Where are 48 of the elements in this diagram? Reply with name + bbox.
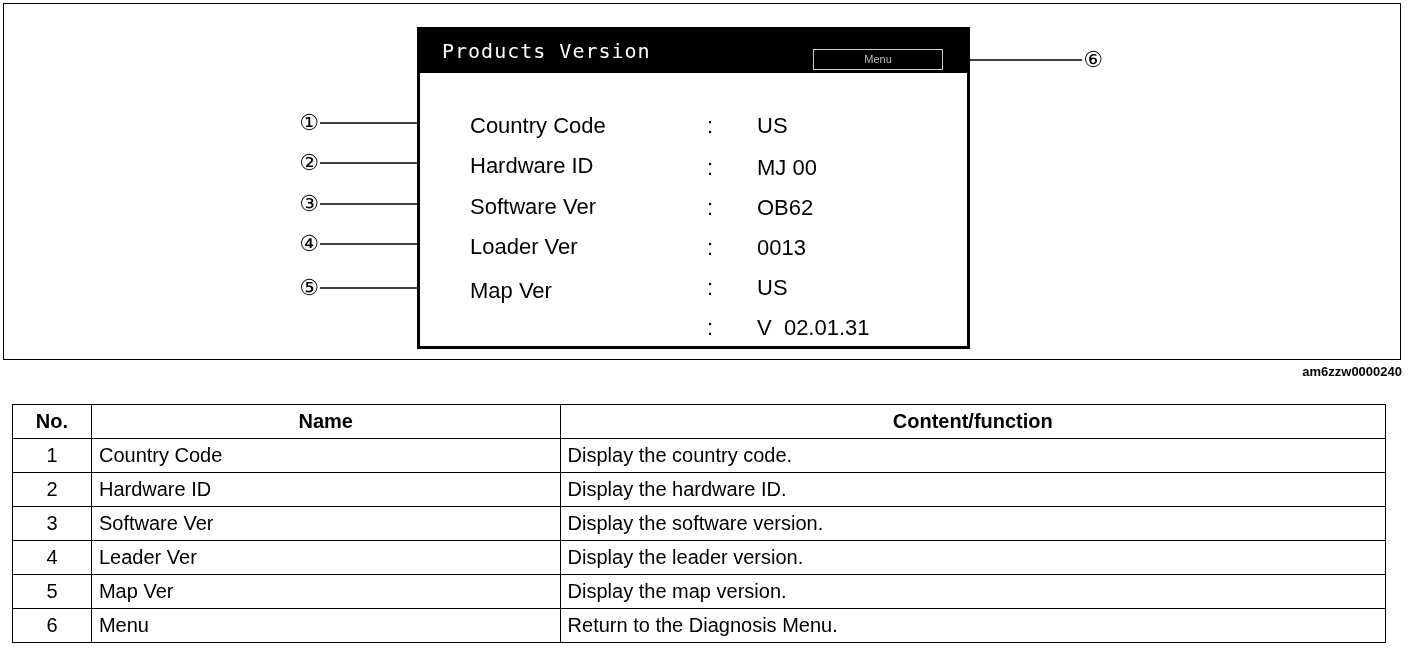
callout-number: ⑥: [1080, 47, 1106, 73]
table-cell: 5: [12, 574, 92, 609]
table-cell: Leader Ver: [91, 540, 561, 575]
column-header: Name: [91, 404, 561, 439]
figure-code: am6zzw0000240: [1302, 364, 1402, 379]
table-cell: 1: [12, 438, 92, 473]
callout-number: ⑤: [296, 275, 322, 301]
callout-number: ①: [296, 110, 322, 136]
column-header: Content/function: [560, 404, 1386, 439]
field-label: Software Ver: [470, 195, 596, 219]
field-label: Country Code: [470, 114, 606, 138]
table-cell: Display the leader version.: [560, 540, 1386, 575]
callout-number: ④: [296, 231, 322, 257]
table-cell: Country Code: [91, 438, 561, 473]
table-cell: Display the hardware ID.: [560, 472, 1386, 507]
column-header: No.: [12, 404, 92, 439]
screen-title: Products Version: [442, 39, 651, 63]
table-cell: Software Ver: [91, 506, 561, 541]
field-value: OB62: [757, 196, 814, 220]
table-cell: Display the software version.: [560, 506, 1386, 541]
field-value: US: [757, 276, 788, 300]
colon-separator: :: [707, 316, 714, 340]
display-screen: [417, 27, 970, 349]
field-label: Map Ver: [470, 279, 552, 303]
table-cell: Map Ver: [91, 574, 561, 609]
colon-separator: :: [707, 156, 714, 180]
field-label: Hardware ID: [470, 154, 594, 178]
table-cell: Hardware ID: [91, 472, 561, 507]
field-value: MJ 00: [757, 156, 817, 180]
table-cell: Return to the Diagnosis Menu.: [560, 608, 1386, 643]
colon-separator: :: [707, 236, 714, 260]
field-value: V 02.01.31: [757, 316, 870, 340]
table-cell: Display the map version.: [560, 574, 1386, 609]
field-label: Loader Ver: [470, 235, 578, 259]
table-cell: 2: [12, 472, 92, 507]
table-cell: 4: [12, 540, 92, 575]
table-cell: 6: [12, 608, 92, 643]
callout-number: ③: [296, 191, 322, 217]
colon-separator: :: [707, 276, 714, 300]
field-value: US: [757, 114, 788, 138]
table-cell: 3: [12, 506, 92, 541]
callout-number: ②: [296, 150, 322, 176]
table-cell: Menu: [91, 608, 561, 643]
table-cell: Display the country code.: [560, 438, 1386, 473]
colon-separator: :: [707, 114, 714, 138]
menu-button: Menu: [813, 49, 943, 70]
colon-separator: :: [707, 196, 714, 220]
field-value: 0013: [757, 236, 806, 260]
